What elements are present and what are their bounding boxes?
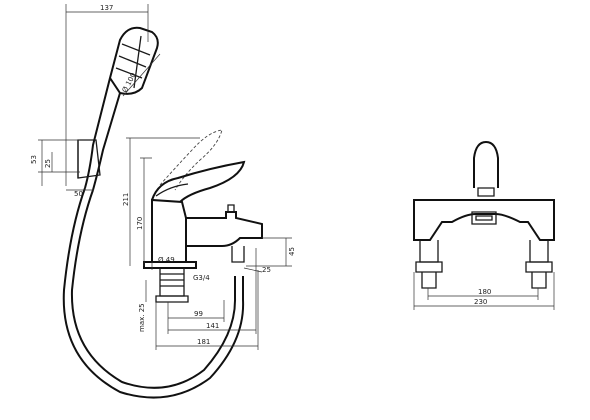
bath-set-front-view [413,140,555,289]
dim-50: 50 [74,190,83,198]
dim-99: 99 [194,310,203,318]
dim-max-25: max. 25 [138,303,146,332]
dim-diameter-49: Ø 49 [158,256,175,264]
dim-25-outlet: 25 [262,266,271,274]
dim-53: 53 [30,155,38,164]
dim-25: 25 [44,159,52,168]
dim-45: 45 [288,247,296,256]
dim-181: 181 [197,338,210,346]
dim-141: 141 [206,322,219,330]
dim-180: 180 [478,288,491,296]
hand-shower [62,26,245,399]
dim-230: 230 [474,298,487,306]
dim-g34: G3/4 [193,274,210,282]
mixer-side-view [143,129,263,303]
dim-137: 137 [100,4,113,12]
dim-170: 170 [136,217,144,230]
dimensions [38,4,555,350]
dim-211: 211 [122,193,130,206]
